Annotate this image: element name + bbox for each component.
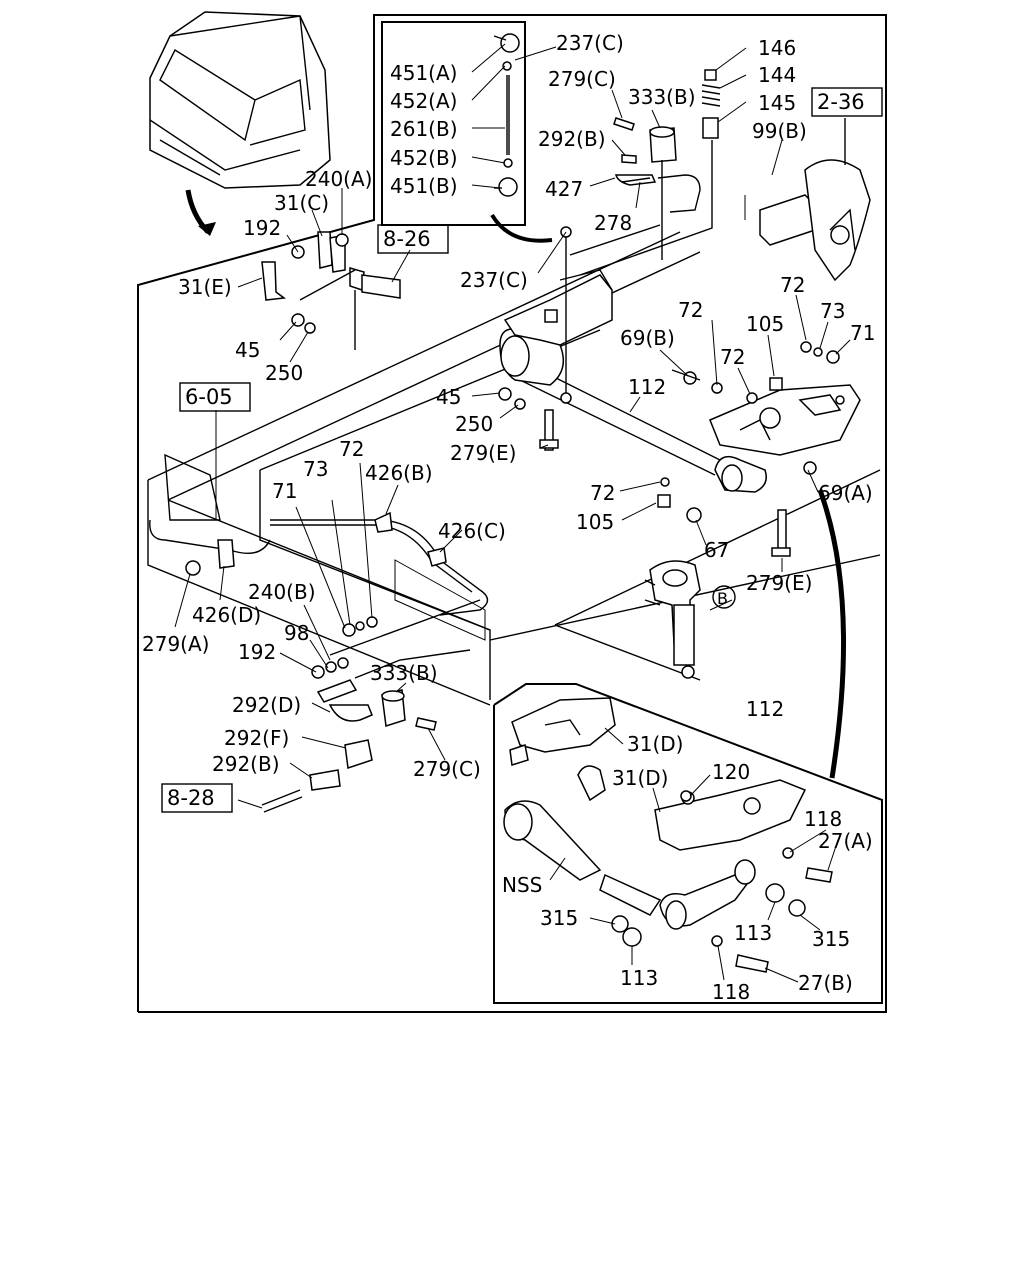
detail-box-parts xyxy=(503,697,833,973)
callout-label: 315 xyxy=(540,906,578,930)
callout-label: 72 xyxy=(720,345,745,369)
callout-label: 98 xyxy=(284,621,309,645)
circle-marker-label: B xyxy=(717,589,728,608)
callout-label: 113 xyxy=(620,966,658,990)
callout-label: 27(A) xyxy=(818,829,873,853)
leader-lines xyxy=(174,43,851,983)
detail-box-bracket xyxy=(493,683,883,1004)
callout-label: 426(D) xyxy=(192,603,261,627)
callout-label: 192 xyxy=(238,640,276,664)
callout-label: 144 xyxy=(758,63,796,87)
page-ref-label: 2-36 xyxy=(817,90,865,114)
callout-label: 279(E) xyxy=(450,441,516,465)
page-ref-box-8-28 xyxy=(161,783,233,813)
callout-label: 71 xyxy=(272,479,297,503)
callout-label: 426(B) xyxy=(365,461,433,485)
callout-label: 452(B) xyxy=(390,146,458,170)
callout-label: 279(C) xyxy=(548,67,616,91)
callout-label: 45 xyxy=(436,385,461,409)
callout-label: 45 xyxy=(235,338,260,362)
page-ref-label: 8-28 xyxy=(167,786,215,810)
callout-label: 69(A) xyxy=(818,481,873,505)
circle-marker xyxy=(712,585,736,609)
callout-label: 426(C) xyxy=(438,519,506,543)
callout-label: 105 xyxy=(576,510,614,534)
callout-label: 279(C) xyxy=(413,757,481,781)
callout-label: 31(C) xyxy=(274,191,329,215)
callout-label: 237(C) xyxy=(460,268,528,292)
cab-mount-bracket xyxy=(744,118,871,282)
callout-label: 72 xyxy=(339,437,364,461)
callout-label: 112 xyxy=(746,697,784,721)
callout-label: 31(D) xyxy=(612,766,668,790)
callout-label: 279(A) xyxy=(142,632,209,656)
callout-label: 118 xyxy=(804,807,842,831)
link-rod-parts xyxy=(490,33,553,243)
callout-label: 292(F) xyxy=(224,726,289,750)
inset-box-link-rod xyxy=(381,21,526,226)
callout-label: 73 xyxy=(303,457,328,481)
callout-label: 261(B) xyxy=(390,117,458,141)
shock-absorber xyxy=(644,560,701,679)
callout-label: 427 xyxy=(545,177,583,201)
callout-label: 292(B) xyxy=(538,127,606,151)
callout-label: 192 xyxy=(243,216,281,240)
page-ref-box-6-05 xyxy=(179,382,251,412)
labels: 451(A) 452(A) 261(B) 452(B) 451(B) 237(C… xyxy=(142,31,875,1004)
callout-label: 451(B) xyxy=(390,174,458,198)
callout-label: 120 xyxy=(712,760,750,784)
callout-label: 279(E) xyxy=(746,571,812,595)
callout-label: 72 xyxy=(590,481,615,505)
callout-label: 145 xyxy=(758,91,796,115)
callout-label: 112 xyxy=(628,375,666,399)
callout-label: 31(D) xyxy=(627,732,683,756)
callout-label: 99(B) xyxy=(752,119,807,143)
callout-label: 292(D) xyxy=(232,693,301,717)
bracket-31c-assembly xyxy=(261,231,401,350)
right-frame-bracket xyxy=(709,384,861,493)
page-ref-box-2-36 xyxy=(811,87,883,117)
callout-label: 71 xyxy=(850,321,875,345)
callout-label: 333(B) xyxy=(628,85,696,109)
callout-label: 67 xyxy=(704,538,729,562)
callout-label: 69(B) xyxy=(620,326,675,350)
page-ref-label: 6-05 xyxy=(185,385,233,409)
callout-label: 72 xyxy=(678,298,703,322)
callout-label: 146 xyxy=(758,36,796,60)
callout-label: 240(B) xyxy=(248,580,316,604)
upper-hose-parts xyxy=(569,69,721,276)
callout-label: 31(E) xyxy=(178,275,232,299)
callout-label: 105 xyxy=(746,312,784,336)
callout-label: NSS xyxy=(502,873,542,897)
page-ref-label: 8-26 xyxy=(383,227,431,251)
callout-label: 113 xyxy=(734,921,772,945)
callout-label: 333(B) xyxy=(370,661,438,685)
callout-label: 452(A) xyxy=(390,89,457,113)
chassis-frame xyxy=(147,231,881,706)
callout-label: 451(A) xyxy=(390,61,457,85)
callout-label: 118 xyxy=(712,980,750,1004)
callout-label: 73 xyxy=(820,299,845,323)
cross-tube-112 xyxy=(499,328,721,476)
detail-arrow xyxy=(817,489,846,779)
page-ref-box-8-26 xyxy=(377,224,449,254)
main-frame xyxy=(137,14,887,1013)
truck-cab-illustration xyxy=(149,11,331,236)
callout-label: 250 xyxy=(265,361,303,385)
callout-label: 292(B) xyxy=(212,752,280,776)
callout-label: 278 xyxy=(594,211,632,235)
lower-hose-parts xyxy=(261,649,471,813)
callout-label: 315 xyxy=(812,927,850,951)
callout-label: 240(A) xyxy=(305,167,372,191)
callout-label: 237(C) xyxy=(556,31,624,55)
callout-label: 250 xyxy=(455,412,493,436)
callout-label: 72 xyxy=(780,273,805,297)
callout-label: 27(B) xyxy=(798,971,853,995)
